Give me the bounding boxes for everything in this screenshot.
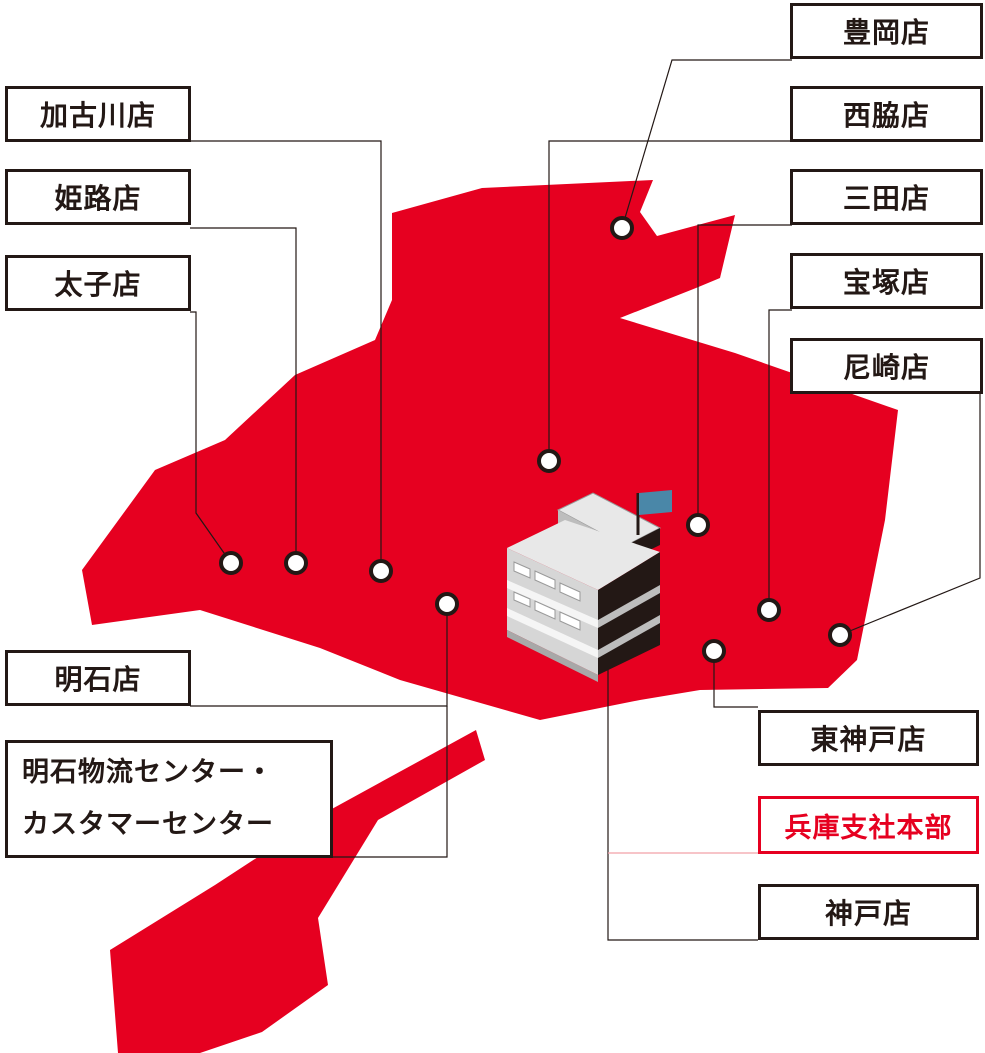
location-pin-icon[interactable] [435, 592, 459, 616]
store-label-takarazuka[interactable]: 宝塚店 [790, 253, 983, 309]
location-pin-icon[interactable] [702, 639, 726, 663]
leader-line-kakogawa [190, 140, 382, 571]
leader-line-taishi [190, 311, 232, 564]
store-label-himeji[interactable]: 姫路店 [5, 169, 191, 225]
store-label-higashikobe[interactable]: 東神戸店 [758, 710, 979, 766]
leader-line-takarazuka [768, 309, 792, 610]
location-pin-icon[interactable] [686, 513, 710, 537]
leader-line-kobe [607, 665, 758, 941]
akashi-center-line1: 明石物流センター・ [22, 757, 274, 788]
location-pin-icon[interactable] [219, 551, 243, 575]
location-pin-icon[interactable] [369, 559, 393, 583]
leader-line-toyooka [621, 59, 792, 229]
office-building-icon [507, 492, 662, 682]
flag-icon [639, 490, 672, 515]
hq-label[interactable]: 兵庫支社本部 [758, 796, 979, 854]
leader-lines [190, 59, 981, 941]
leader-line-akashi-center [330, 706, 448, 858]
location-pin-icon[interactable] [828, 623, 852, 647]
store-label-taishi[interactable]: 太子店 [5, 255, 191, 311]
akashi-center-line2: カスタマーセンター [22, 809, 274, 840]
leader-line-nishiwaki [548, 140, 792, 461]
leader-line-sanda [697, 224, 792, 525]
store-label-kakogawa[interactable]: 加古川店 [5, 86, 191, 142]
awaji-island [110, 730, 485, 1053]
store-label-nishiwaki[interactable]: 西脇店 [790, 86, 983, 142]
store-label-sanda[interactable]: 三田店 [790, 169, 983, 225]
location-pin-icon[interactable] [284, 551, 308, 575]
leader-line-himeji [190, 227, 297, 563]
store-label-akashi-center[interactable]: 明石物流センター・ カスタマーセンター [5, 740, 333, 858]
store-label-akashi[interactable]: 明石店 [5, 650, 191, 706]
hyogo-mainland [82, 180, 898, 720]
location-pin-icon[interactable] [610, 216, 634, 240]
location-pin-icon[interactable] [537, 449, 561, 473]
store-label-toyooka[interactable]: 豊岡店 [790, 3, 983, 59]
leader-line-higashikobe [713, 651, 758, 708]
store-label-amagasaki[interactable]: 尼崎店 [790, 338, 983, 394]
location-pin-icon[interactable] [757, 598, 781, 622]
store-label-kobe[interactable]: 神戸店 [758, 884, 979, 940]
